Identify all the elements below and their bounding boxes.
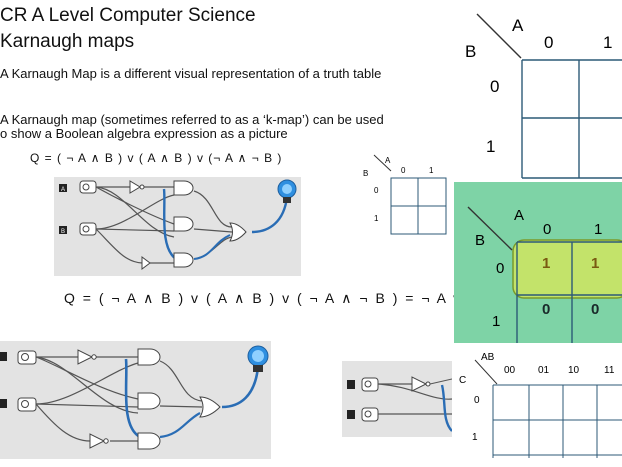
kmap-large: B A 0 1 0 1 — [455, 0, 622, 180]
kmap-3var-grid: C AB 00 01 10 11 0 1 — [459, 352, 622, 458]
kmap-large-row-1: 1 — [486, 137, 495, 156]
kmap-3var-col-0: 00 — [504, 365, 516, 376]
kmap-3var-col-var: AB — [481, 352, 495, 363]
slide-title-line1: CR A Level Computer Science — [0, 5, 256, 26]
logic-circuit-3-drawing — [347, 376, 453, 432]
kmap-small-col-1: 1 — [429, 166, 434, 175]
kmap-green-row-0: 0 — [496, 260, 504, 277]
kmap-3var-row-1: 1 — [472, 432, 478, 443]
logic-circuit-1-drawing: A B — [59, 179, 297, 270]
logic-circuit-2-drawing — [0, 345, 269, 450]
kmap-green-cell-1-1: 0 — [591, 301, 599, 318]
boolean-expression-simplified: Q = ( ¬ A ∧ B ) v ( A ∧ B ) v ( ¬ A ∧ ¬ … — [64, 290, 480, 306]
kmap-green-col-1: 1 — [594, 221, 602, 238]
kmap-green-grid: B A 0 1 0 1 1 1 0 0 — [467, 206, 622, 343]
kmap-green: B A 0 1 0 1 1 1 0 0 — [454, 182, 622, 343]
boolean-expression-1: Q = ( ¬ A ∧ B ) v ( A ∧ B ) v (¬ A ∧ ¬ B… — [30, 151, 283, 165]
logic-circuit-1: A B — [54, 177, 301, 276]
input-b-label: B — [61, 229, 65, 235]
kmap-3var-col-3: 11 — [604, 365, 615, 376]
kmap-green-col-var: A — [514, 207, 524, 224]
kmap-green-cell-0-1: 1 — [591, 255, 599, 272]
kmap-green-group-highlight — [512, 239, 622, 299]
logic-circuit-3 — [342, 361, 453, 437]
kmap-paragraph-line1: A Karnaugh map (sometimes referred to as… — [0, 112, 384, 127]
kmap-3var-row-0: 0 — [474, 395, 480, 406]
kmap-large-col-0: 0 — [544, 33, 553, 52]
kmap-large-grid: B A 0 1 0 1 — [465, 13, 622, 179]
input-a-label: A — [61, 187, 65, 193]
kmap-green-cell-1-0: 0 — [542, 301, 550, 318]
kmap-small-row-1: 1 — [374, 214, 379, 223]
kmap-3var: C AB 00 01 10 11 0 1 — [453, 348, 622, 467]
kmap-3var-col-2: 10 — [568, 365, 580, 376]
kmap-paragraph-line2: o show a Boolean algebra expression as a… — [0, 126, 288, 141]
highlighted-wire — [162, 188, 177, 260]
kmap-large-row-var: B — [465, 42, 476, 61]
kmap-3var-col-1: 01 — [538, 365, 550, 376]
kmap-green-row-1: 1 — [492, 313, 500, 330]
kmap-small-row-var: B — [363, 169, 368, 178]
kmap-small: B A 0 1 0 1 — [360, 153, 452, 239]
kmap-green-cell-0-0: 1 — [542, 255, 550, 272]
logic-circuit-2 — [0, 341, 271, 459]
kmap-green-row-var: B — [475, 232, 485, 249]
kmap-green-col-0: 0 — [543, 221, 551, 238]
kmap-small-col-var: A — [385, 156, 391, 165]
kmap-small-col-0: 0 — [401, 166, 406, 175]
kmap-3var-row-var: C — [459, 375, 466, 386]
kmap-large-col-1: 1 — [603, 33, 612, 52]
kmap-small-row-0: 0 — [374, 186, 379, 195]
intro-paragraph: A Karnaugh Map is a different visual rep… — [0, 66, 382, 81]
kmap-small-grid: B A 0 1 0 1 — [363, 154, 447, 235]
kmap-large-row-0: 0 — [490, 77, 499, 96]
slide-title-line2: Karnaugh maps — [0, 31, 135, 52]
kmap-large-col-var: A — [512, 16, 524, 35]
